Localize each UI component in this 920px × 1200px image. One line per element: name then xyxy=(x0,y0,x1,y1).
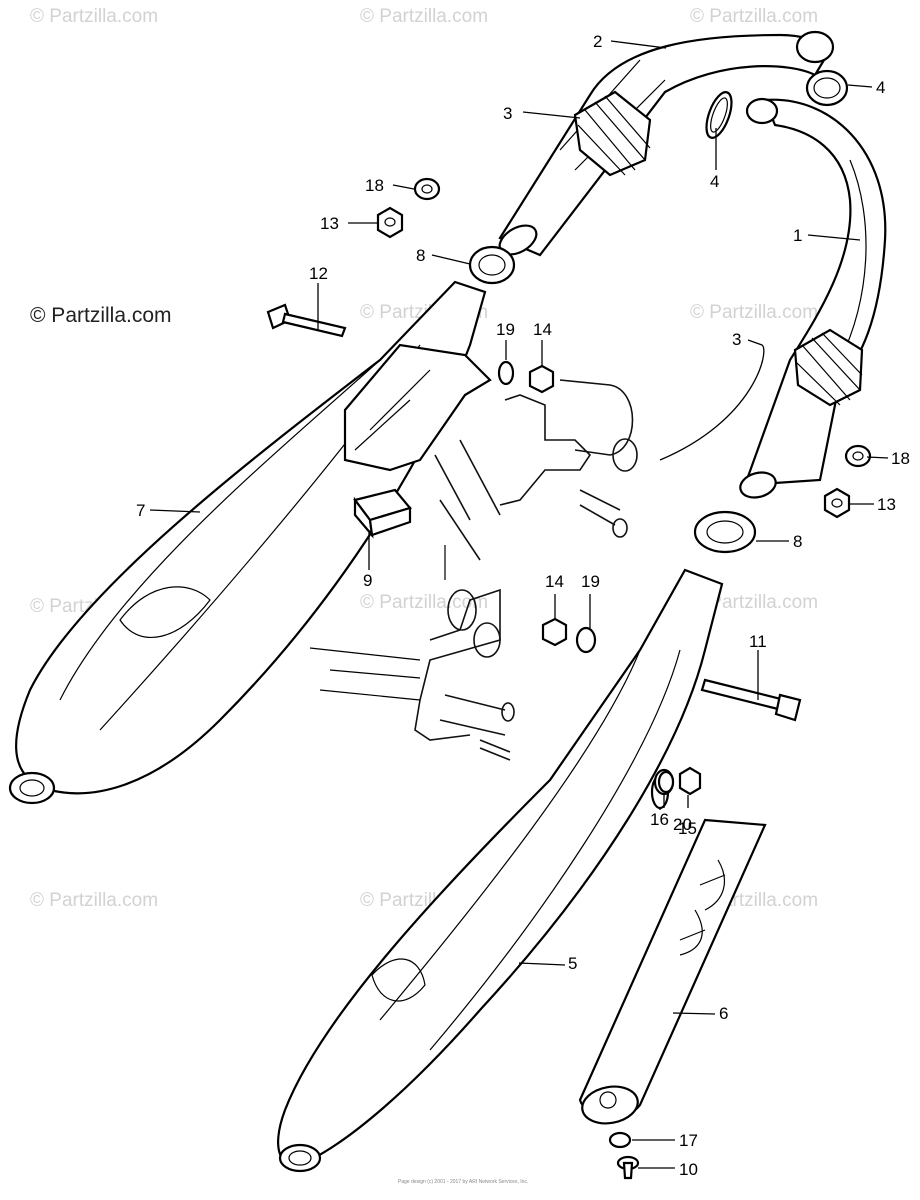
watermark: © Partzilla.com xyxy=(30,890,158,911)
tailpipe-6 xyxy=(578,818,767,1125)
callout-14: 14 xyxy=(545,572,564,591)
callout-8: 8 xyxy=(793,532,802,551)
watermark: © Partzilla.com xyxy=(690,6,818,27)
screw-10 xyxy=(616,1155,640,1180)
nut-14-upper xyxy=(528,364,555,394)
fins-3-lower xyxy=(793,328,864,407)
callout-18: 18 xyxy=(891,449,910,468)
watermark: © Partzilla.com xyxy=(690,302,818,323)
callout-14: 14 xyxy=(533,320,552,339)
fins-3-upper xyxy=(573,90,652,177)
callout-15: 15 xyxy=(678,819,697,838)
bolt-11 xyxy=(700,678,802,722)
nut-14-lower xyxy=(541,617,568,647)
leader-lines xyxy=(149,40,889,1169)
callout-9: 9 xyxy=(363,571,372,590)
washer-19-lower xyxy=(575,626,597,654)
callout-6: 6 xyxy=(719,1004,728,1023)
gasket-4-ring xyxy=(805,69,849,107)
watermark: © Partzilla.com xyxy=(360,6,488,27)
callout-4: 4 xyxy=(876,78,885,97)
muffler-5 xyxy=(277,568,724,1173)
rubber-9 xyxy=(353,488,412,539)
nut-18-lower xyxy=(844,444,872,468)
watermark: © Partzilla.com xyxy=(360,592,488,613)
callout-3: 3 xyxy=(732,330,741,349)
hardware xyxy=(376,177,872,1149)
callout-8: 8 xyxy=(416,246,425,265)
joint-collar-8-lower xyxy=(693,510,757,554)
callout-4: 4 xyxy=(710,172,719,191)
muffler-bracket xyxy=(343,343,492,472)
callout-labels: 2 4 3 4 18 13 1 8 12 19 14 3 18 7 13 8 9… xyxy=(136,32,910,1179)
exhaust-pipe-2 xyxy=(498,30,835,257)
callout-20: 20 xyxy=(673,815,692,834)
washer-17 xyxy=(608,1131,632,1149)
callout-7: 7 xyxy=(136,501,145,520)
nut-15 xyxy=(678,766,702,796)
callout-1: 1 xyxy=(793,226,802,245)
callout-18: 18 xyxy=(365,176,384,195)
callout-13: 13 xyxy=(877,495,896,514)
bolt-12 xyxy=(266,303,347,338)
callout-19: 19 xyxy=(581,572,600,591)
copyright-line: Page design (c) 2001 - 2017 by ARI Netwo… xyxy=(398,1179,528,1185)
callout-3: 3 xyxy=(503,104,512,123)
washer-19-upper xyxy=(497,360,515,386)
callout-17: 17 xyxy=(679,1131,698,1150)
frame-mounts xyxy=(309,379,638,761)
callout-12: 12 xyxy=(309,264,328,283)
nut-18-upper xyxy=(413,177,441,201)
callout-2: 2 xyxy=(593,32,602,51)
callout-16: 16 xyxy=(650,810,669,829)
gasket-4-ring xyxy=(813,77,841,99)
exhaust-pipe-1 xyxy=(739,97,887,499)
nut-13-upper xyxy=(376,206,404,239)
nut-13-lower xyxy=(823,487,851,519)
callout-11: 11 xyxy=(749,632,767,651)
gasket-4-thin xyxy=(710,97,728,133)
gasket-4-thin xyxy=(705,91,733,139)
watermark-prominent: © Partzilla.com xyxy=(30,304,172,327)
callout-19: 19 xyxy=(496,320,515,339)
watermark: © Partzilla.com xyxy=(30,6,158,27)
watermark: © Partzilla.com xyxy=(690,592,818,613)
callout-13: 13 xyxy=(320,214,339,233)
callout-5: 5 xyxy=(568,954,577,973)
joint-collar-8-upper xyxy=(468,245,516,285)
callout-10: 10 xyxy=(679,1160,698,1179)
